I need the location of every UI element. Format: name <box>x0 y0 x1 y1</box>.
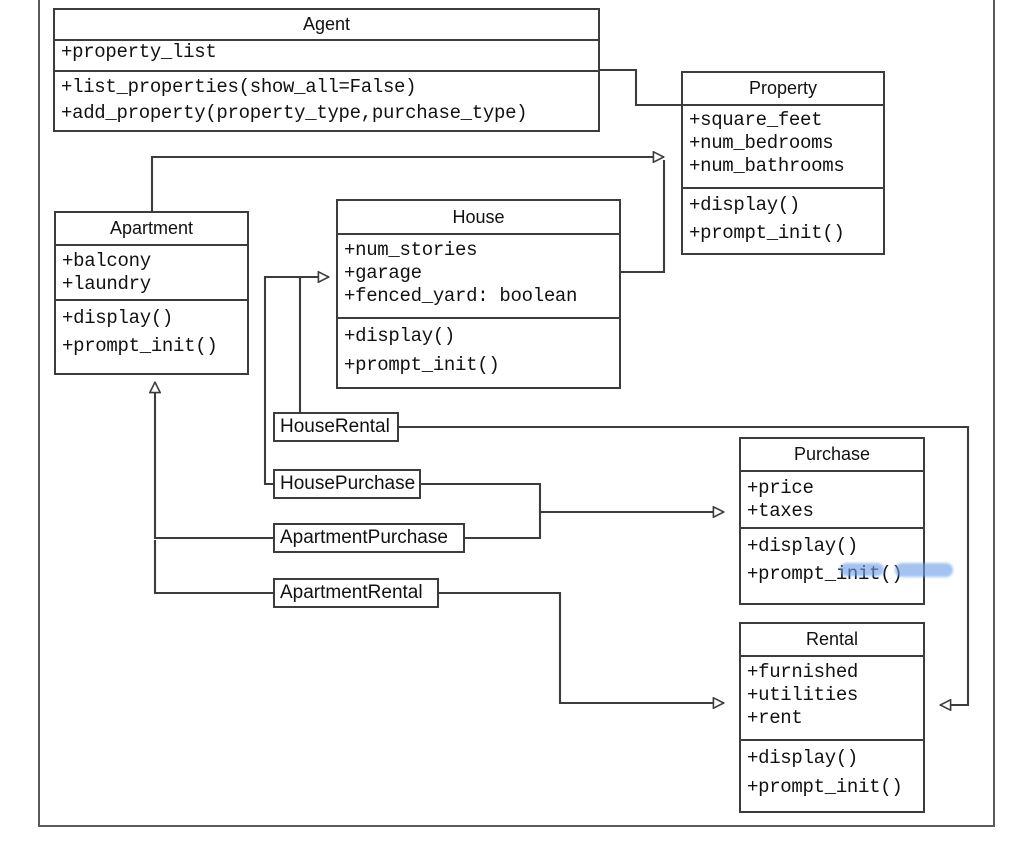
subclass-box-apartment-rental[interactable]: ApartmentRental <box>273 578 439 608</box>
class-box-apartment[interactable]: Apartment +balcony +laundry +display() +… <box>54 211 249 375</box>
subclass-label: HouseRental <box>280 416 390 437</box>
class-attributes-property: +square_feet +num_bedrooms +num_bathroom… <box>683 106 883 189</box>
subclass-label: HousePurchase <box>280 473 416 494</box>
method-row: +prompt_init() <box>747 563 903 585</box>
method-row: +prompt_init() <box>689 222 845 244</box>
class-methods-agent: +list_properties(show_all=False) +add_pr… <box>55 72 598 125</box>
class-attributes-purchase: +price +taxes <box>741 472 923 529</box>
class-attributes-agent: +property_list <box>55 41 598 72</box>
method-row: +display() <box>747 535 859 557</box>
attribute-row: +square_feet <box>689 109 823 131</box>
subclass-label: ApartmentPurchase <box>280 527 448 548</box>
class-title-property: Property <box>683 73 883 106</box>
attribute-row: +laundry <box>62 273 151 295</box>
class-title-house: House <box>338 201 619 235</box>
class-attributes-apartment: +balcony +laundry <box>56 246 247 301</box>
attribute-row: +utilities <box>747 684 859 706</box>
method-row: +display() <box>689 194 801 216</box>
method-row: +list_properties(show_all=False) <box>61 76 417 98</box>
method-row: +add_property(property_type,purchase_typ… <box>61 102 528 124</box>
class-box-purchase[interactable]: Purchase +price +taxes +display() +promp… <box>739 437 925 605</box>
attribute-row: +num_bedrooms <box>689 132 834 154</box>
attribute-row: +num_bathrooms <box>689 155 845 177</box>
class-methods-property: +display() +prompt_init() <box>683 189 883 245</box>
subclass-box-apartment-purchase[interactable]: ApartmentPurchase <box>273 523 465 553</box>
attribute-row: +property_list <box>61 41 217 63</box>
class-title-purchase: Purchase <box>741 439 923 472</box>
method-row: +prompt_init() <box>747 776 903 798</box>
class-attributes-rental: +furnished +utilities +rent <box>741 657 923 741</box>
class-box-agent[interactable]: Agent +property_list +list_properties(sh… <box>53 8 600 132</box>
subclass-box-house-purchase[interactable]: HousePurchase <box>273 469 421 499</box>
class-title-agent: Agent <box>55 10 598 41</box>
subclass-box-house-rental[interactable]: HouseRental <box>273 412 399 442</box>
attribute-row: +rent <box>747 707 803 729</box>
subclass-label: ApartmentRental <box>280 582 423 603</box>
attribute-row: +fenced_yard: boolean <box>344 285 578 307</box>
attribute-row: +taxes <box>747 500 814 522</box>
attribute-row: +price <box>747 477 814 499</box>
class-title-rental: Rental <box>741 624 923 657</box>
method-row: +prompt_init() <box>344 354 500 376</box>
method-row: +display() <box>344 325 456 347</box>
attribute-row: +num_stories <box>344 239 478 261</box>
class-methods-purchase: +display() +prompt_init() <box>741 529 923 586</box>
attribute-row: +furnished <box>747 661 859 683</box>
class-methods-apartment: +display() +prompt_init() <box>56 301 247 358</box>
class-methods-house: +display() +prompt_init() <box>338 319 619 377</box>
class-box-property[interactable]: Property +square_feet +num_bedrooms +num… <box>681 71 885 255</box>
attribute-row: +garage <box>344 262 422 284</box>
class-attributes-house: +num_stories +garage +fenced_yard: boole… <box>338 235 619 319</box>
class-title-apartment: Apartment <box>56 213 247 246</box>
method-row: +display() <box>62 307 174 329</box>
class-methods-rental: +display() +prompt_init() <box>741 741 923 799</box>
method-row: +prompt_init() <box>62 335 218 357</box>
method-row: +display() <box>747 747 859 769</box>
attribute-row: +balcony <box>62 250 151 272</box>
class-box-rental[interactable]: Rental +furnished +utilities +rent +disp… <box>739 622 925 813</box>
class-box-house[interactable]: House +num_stories +garage +fenced_yard:… <box>336 199 621 389</box>
